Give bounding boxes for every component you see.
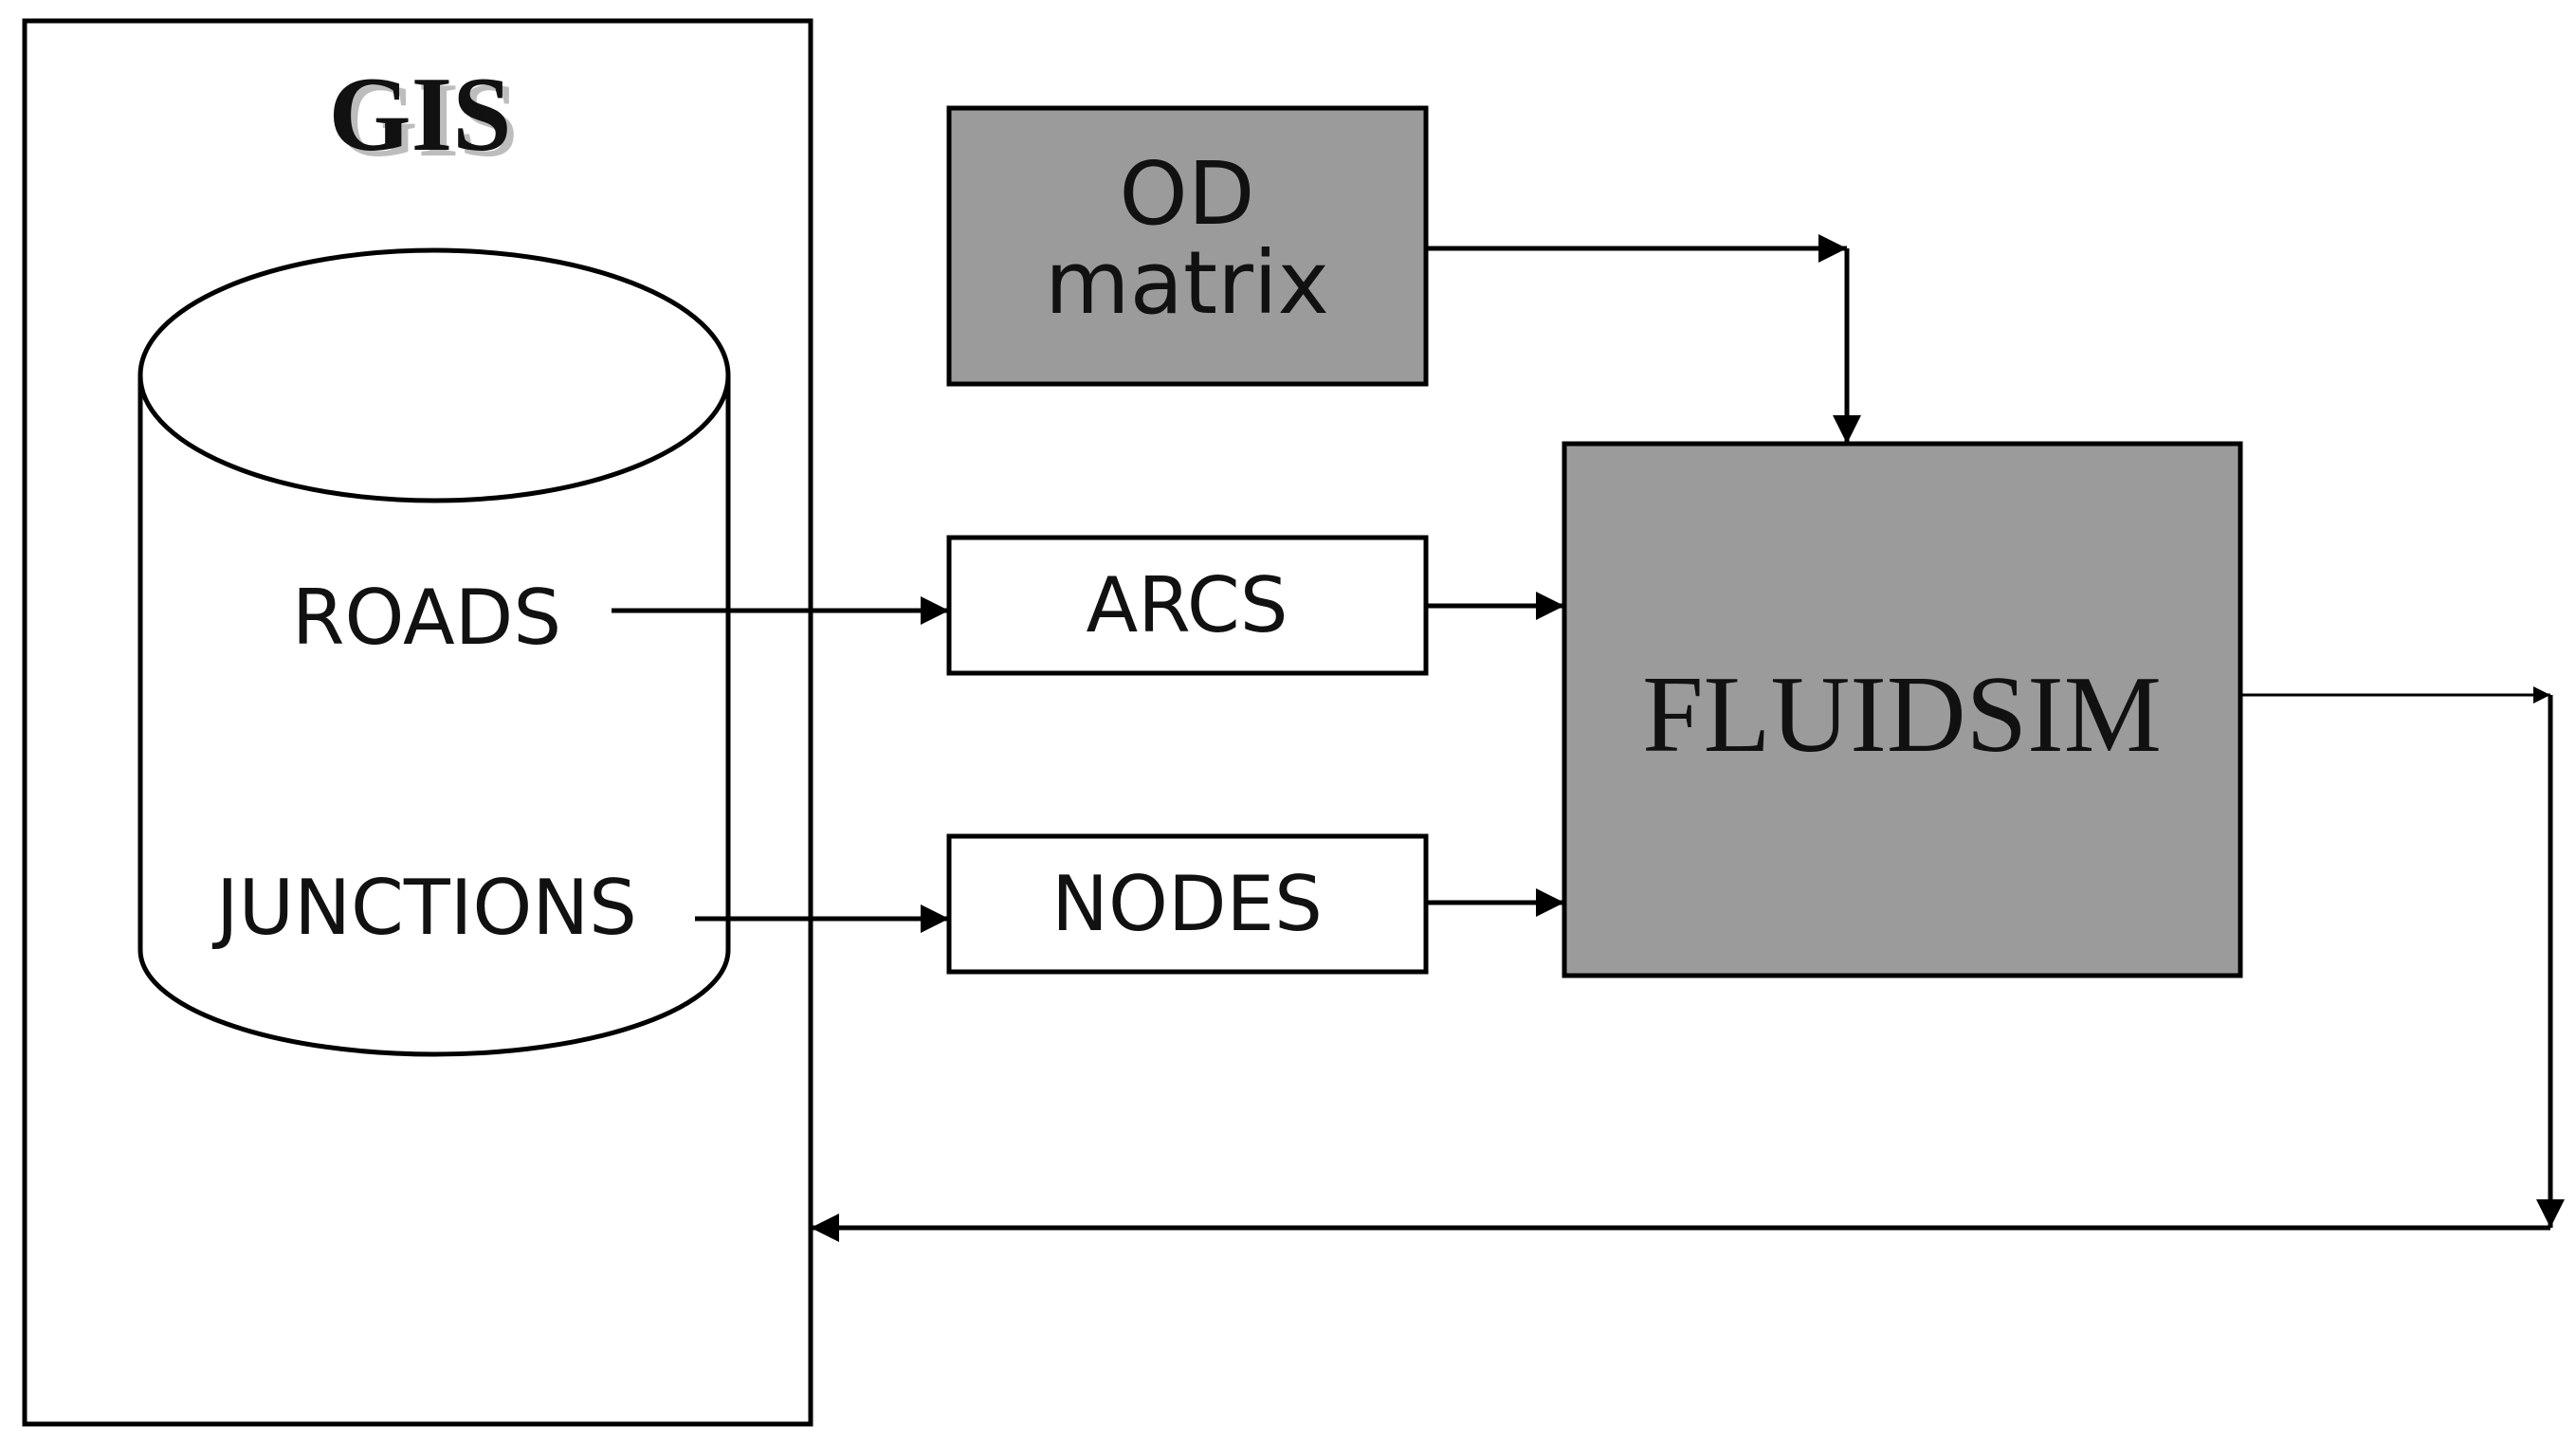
gis-title-shadow: GIS <box>336 62 519 179</box>
od-matrix-line1: OD <box>1119 143 1254 245</box>
arcs-box <box>946 535 1429 676</box>
gis-title: GIS <box>329 56 512 174</box>
cylinder-body <box>137 375 731 1057</box>
od-matrix-box <box>946 105 1429 387</box>
database-cylinder <box>137 247 731 1057</box>
fluidsim-label: FLUIDSIM <box>1642 654 2162 776</box>
nodes-label: NODES <box>1051 860 1323 948</box>
nodes-box <box>946 833 1429 975</box>
od-matrix-line2: matrix <box>1045 232 1329 334</box>
fluidsim-box <box>1562 441 2243 978</box>
arcs-label: ARCS <box>1087 561 1288 649</box>
junctions-label: JUNCTIONS <box>211 864 637 952</box>
cylinder-top <box>137 247 731 503</box>
roads-label: ROADS <box>292 574 561 662</box>
